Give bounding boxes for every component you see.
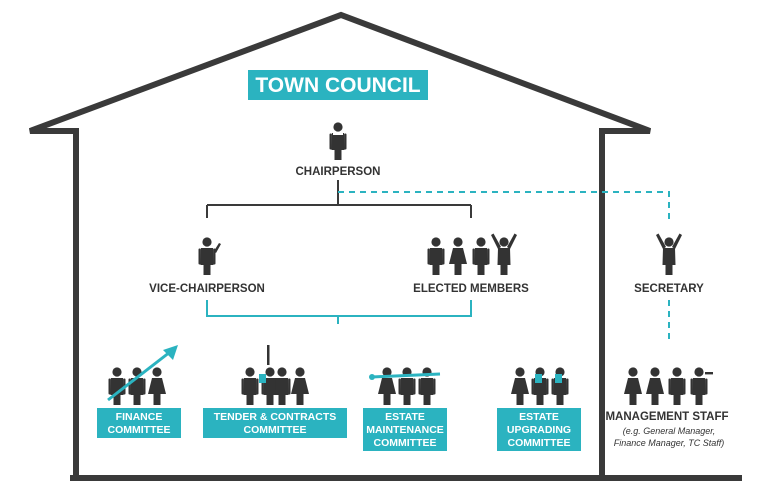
elected-members-figures xyxy=(427,233,517,275)
tender-committee-line1: TENDER & CONTRACTS xyxy=(214,411,337,423)
maintenance-committee-figures xyxy=(378,367,436,405)
management-staff-note-line2: Finance Manager, TC Staff) xyxy=(614,438,725,448)
elected-members-label: ELECTED MEMBERS xyxy=(413,283,529,295)
upgrading-committee-line2: UPGRADING xyxy=(507,424,571,436)
tender-committee-tag xyxy=(203,408,347,438)
management-staff-note-line1: (e.g. General Manager, xyxy=(623,426,716,436)
connectors xyxy=(206,180,670,342)
chairperson-figure xyxy=(329,122,347,160)
house-outline xyxy=(28,11,652,478)
tender-committee-line2: COMMITTEE xyxy=(244,424,307,436)
finance-committee-line1: FINANCE xyxy=(116,411,163,423)
committee-bracket xyxy=(206,300,472,324)
management-staff-figures xyxy=(624,367,713,405)
finance-committee-tag xyxy=(97,408,181,438)
tablet-icon xyxy=(535,374,562,383)
maintenance-committee-tag xyxy=(363,408,447,451)
maintenance-committee-line3: COMMITTEE xyxy=(374,437,437,449)
finance-committee-line2: COMMITTEE xyxy=(108,424,171,436)
upgrading-committee-line1: ESTATE xyxy=(519,411,559,423)
upgrading-committee-tag xyxy=(497,408,581,451)
secretary-figure xyxy=(656,233,682,275)
page-title: TOWN COUNCIL xyxy=(255,74,420,97)
growth-arrow-icon xyxy=(107,345,178,402)
wrench-icon xyxy=(369,372,441,380)
vice-chairperson-label: VICE-CHAIRPERSON xyxy=(149,283,265,295)
maintenance-committee-line2: MAINTENANCE xyxy=(366,424,444,436)
management-staff-title: MANAGEMENT STAFF xyxy=(605,411,728,423)
secretary-label: SECRETARY xyxy=(634,283,704,295)
vice-chairperson-figure xyxy=(198,237,221,275)
chairperson-label: CHAIRPERSON xyxy=(296,166,381,178)
upgrading-committee-line3: COMMITTEE xyxy=(508,437,571,449)
secretary-dashed-link xyxy=(338,191,670,220)
tender-committee-figures xyxy=(241,345,309,405)
finance-committee-figures xyxy=(108,367,166,405)
document-icon xyxy=(259,374,266,383)
upgrading-committee-figures xyxy=(511,367,569,405)
title-banner xyxy=(248,70,428,100)
maintenance-committee-line1: ESTATE xyxy=(385,411,425,423)
house-roof xyxy=(28,11,652,478)
